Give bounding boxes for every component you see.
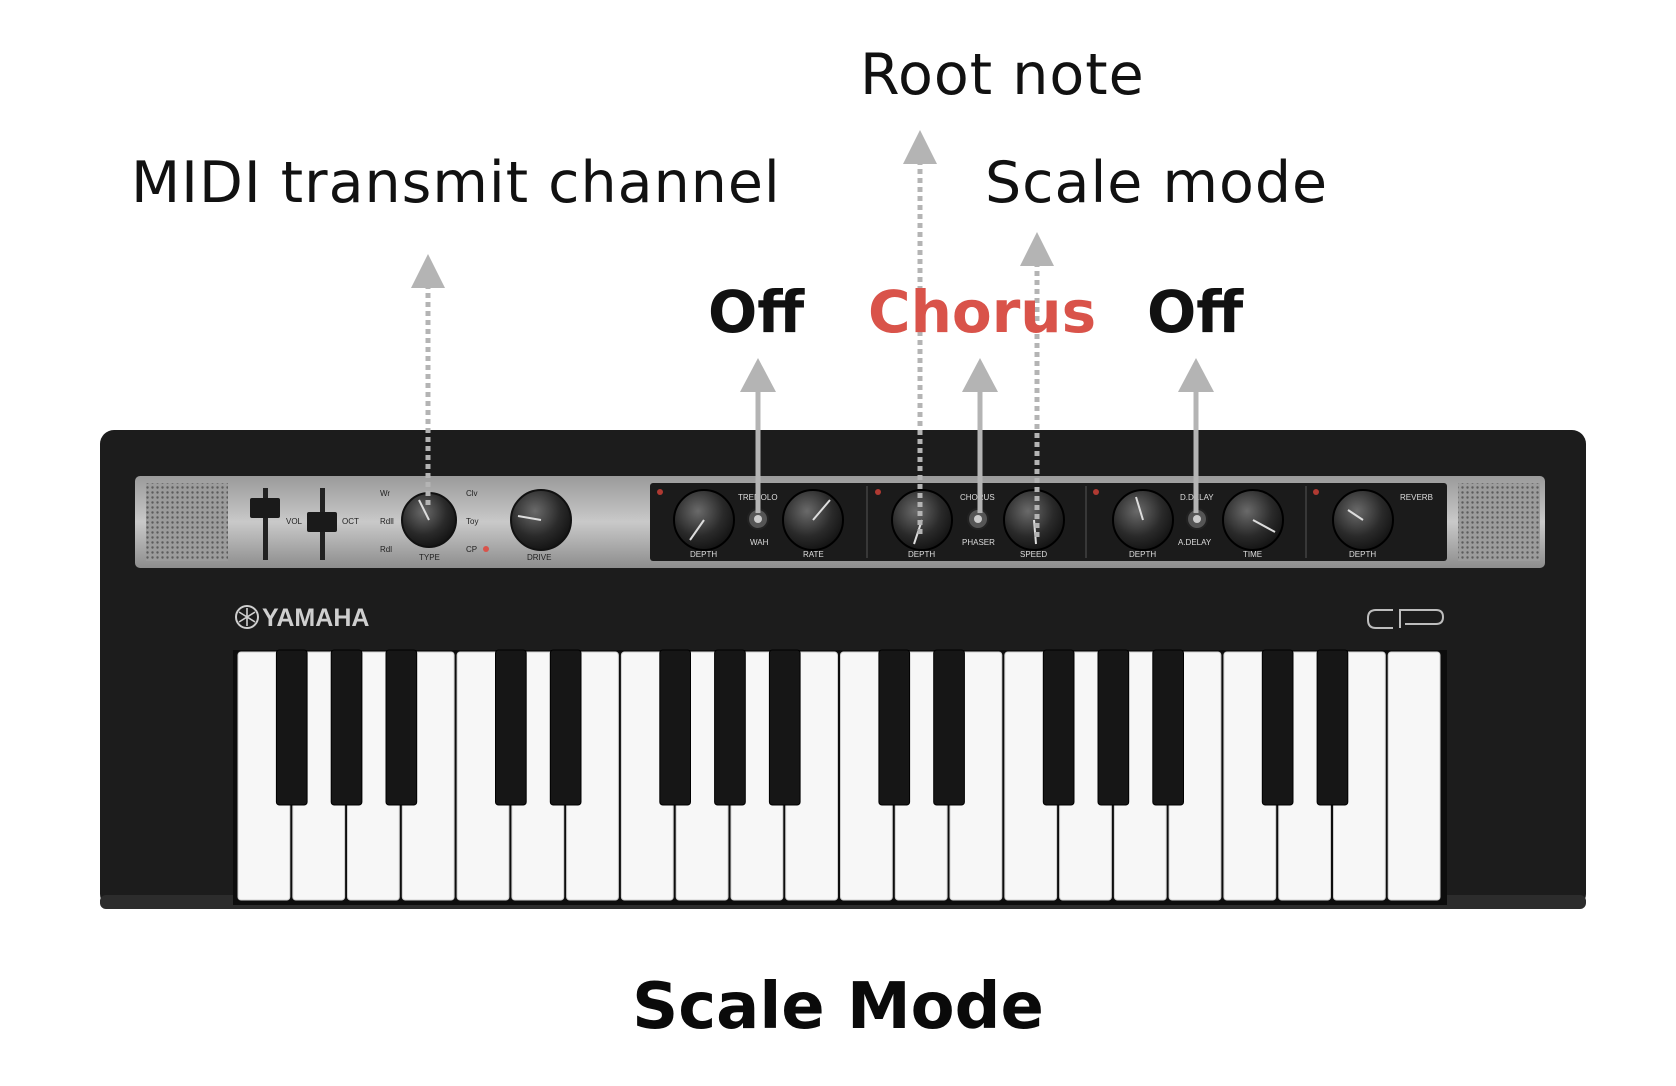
delay-state: Off (1147, 278, 1244, 346)
a-delay-label: A.DELAY (1178, 538, 1212, 547)
black-key[interactable] (1316, 649, 1349, 806)
arrow-chorus-switch (962, 358, 998, 513)
reverb-led (1313, 489, 1319, 495)
black-key[interactable] (878, 649, 911, 806)
reverb-label: REVERB (1400, 493, 1433, 502)
black-key[interactable] (1261, 649, 1294, 806)
type-option-cp: CP (466, 545, 477, 554)
reverb-depth-knob[interactable] (1332, 489, 1394, 551)
tremolo-depth-knob[interactable] (673, 489, 735, 551)
black-key[interactable] (275, 649, 308, 806)
drive-knob[interactable] (510, 489, 572, 551)
white-key[interactable] (1387, 651, 1441, 901)
black-key[interactable] (1042, 649, 1075, 806)
chorus-led (875, 489, 881, 495)
tremolo-depth-label: DEPTH (690, 550, 717, 559)
chorus-speed-knob[interactable] (1003, 489, 1065, 551)
black-key[interactable] (495, 649, 527, 806)
arrow-tremolo-switch (740, 358, 776, 513)
delay-time-knob[interactable] (1222, 489, 1284, 551)
drive-label: DRIVE (527, 553, 551, 562)
phaser-label: PHASER (962, 538, 995, 547)
cp-logo-text: CP (0, 0, 2, 1)
oct-label: OCT (342, 517, 359, 526)
black-key[interactable] (933, 649, 965, 806)
oct-slider[interactable]: OCT (307, 488, 359, 560)
black-keys (275, 649, 1349, 806)
speaker-grille-right (1458, 483, 1540, 561)
black-key[interactable] (768, 649, 801, 806)
type-option-rdl: Rdl (380, 545, 392, 554)
black-key[interactable] (1152, 649, 1185, 806)
vol-slider[interactable]: VOL (250, 488, 303, 560)
chorus-depth-label: DEPTH (908, 550, 935, 559)
black-key[interactable] (659, 649, 691, 806)
chorus-section-label: CHORUS (960, 493, 995, 502)
brand-text: YAMAHA (262, 604, 369, 632)
reverb-depth-label: DEPTH (1349, 550, 1376, 559)
type-option-wr: Wr (380, 489, 390, 498)
tremolo-state: Off (708, 278, 805, 346)
midi-transmit-channel-label: MIDI transmit channel (131, 150, 781, 216)
arrow-delay-switch (1178, 358, 1214, 513)
type-option-toy: Toy (466, 517, 478, 526)
scale-mode-label: Scale mode (985, 150, 1329, 216)
type-option-clv: Clv (466, 489, 478, 498)
time-label: TIME (1243, 550, 1262, 559)
type-option-rdll: Rdll (380, 517, 394, 526)
arrow-scale-mode (1020, 232, 1054, 537)
chorus-state: Chorus (868, 278, 1097, 346)
black-key[interactable] (714, 649, 746, 806)
black-key[interactable] (1097, 649, 1130, 806)
rate-label: RATE (803, 550, 824, 559)
yamaha-logo: YAMAHA (235, 604, 369, 632)
cp-indicator-led (483, 546, 489, 552)
arrow-midi-channel (411, 254, 445, 505)
vol-label: VOL (286, 517, 303, 526)
wah-label: WAH (750, 538, 769, 547)
speed-label: SPEED (1020, 550, 1047, 559)
root-note-label: Root note (860, 42, 1145, 108)
tremolo-led (657, 489, 663, 495)
speaker-grille-left (146, 483, 228, 561)
delay-depth-label: DEPTH (1129, 550, 1156, 559)
diagram-title: Scale Mode (632, 970, 1044, 1044)
type-label: TYPE (419, 553, 440, 562)
delay-depth-knob[interactable] (1112, 489, 1174, 551)
arrow-root-note (903, 130, 937, 535)
cp-logo: CP (0, 0, 1445, 629)
black-key[interactable] (330, 649, 363, 806)
tremolo-rate-knob[interactable] (782, 489, 844, 551)
delay-led (1093, 489, 1099, 495)
black-key[interactable] (385, 649, 418, 806)
black-key[interactable] (549, 649, 582, 806)
